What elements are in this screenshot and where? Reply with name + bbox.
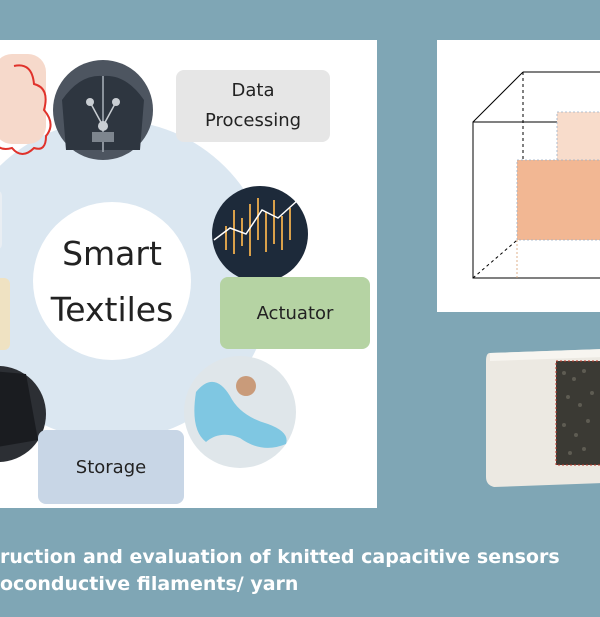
actuator-label: Actuator	[256, 302, 334, 324]
actuator-node	[220, 277, 370, 349]
storage-label: Storage	[75, 456, 147, 478]
conductive-patch	[555, 360, 600, 466]
cloud-icon	[0, 54, 52, 155]
knitted-sensor-photo	[484, 345, 600, 495]
sensor-3d-shapes	[472, 71, 600, 279]
left-node-partial	[0, 278, 10, 350]
hub-title-line-1: Smart	[62, 234, 162, 273]
left-node-partial-top	[0, 191, 2, 249]
smart-shirt-image	[53, 60, 153, 160]
hub-circle	[33, 202, 191, 360]
hub-title-line-2: Textiles	[50, 290, 174, 329]
caption-line-1: ruction and evaluation of knitted capaci…	[0, 546, 560, 568]
caption-line-2: oconductive filaments/ yarn	[0, 573, 299, 595]
front-electrode	[516, 159, 600, 241]
dark-garment-image	[0, 366, 46, 462]
wearable-bodysuit-image	[184, 356, 296, 468]
smart-textiles-diagram: Smart Textiles Data Processing Actuator …	[0, 40, 377, 508]
data-processing-node	[176, 70, 330, 142]
hub-title: Smart Textiles	[36, 226, 188, 338]
sensor-3d-schematic	[437, 40, 600, 312]
knitted-sensor-shapes	[484, 345, 600, 495]
caption: ruction and evaluation of knitted capaci…	[0, 544, 600, 598]
data-chart-image	[212, 186, 308, 282]
storage-node	[38, 430, 184, 504]
data-processing-label: Data Processing	[204, 80, 302, 131]
diagram-shapes	[0, 54, 370, 504]
rear-electrode	[556, 111, 600, 163]
